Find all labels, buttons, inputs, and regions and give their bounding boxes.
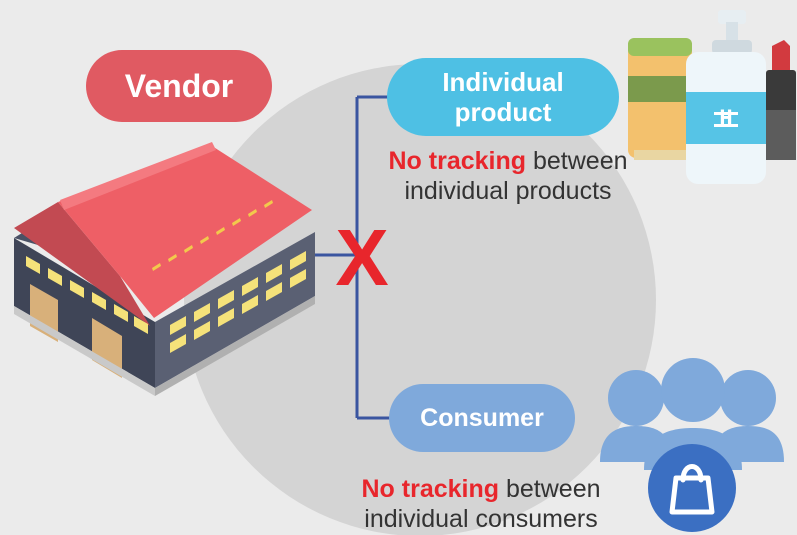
- consumer-label: Consumer: [389, 384, 575, 452]
- consumer-tracking-note: No tracking between individual consumers: [320, 474, 642, 534]
- product-note-line2: individual products: [404, 177, 612, 205]
- consumer-note-line2: individual consumers: [364, 505, 598, 533]
- connector-lines: [315, 95, 392, 420]
- cosmetics-products-icon: H: [628, 10, 796, 184]
- vendor-label: Vendor: [86, 50, 272, 122]
- warehouse-icon: [14, 142, 315, 396]
- consumer-group-icon: [600, 358, 784, 470]
- vendor-label-text: Vendor: [124, 67, 234, 104]
- product-note-rest: between: [526, 147, 628, 175]
- consumer-label-text: Consumer: [420, 403, 544, 432]
- svg-text:H: H: [719, 107, 732, 132]
- shopping-bag-icon: [648, 444, 736, 532]
- product-tracking-note: No tracking between individual products: [352, 146, 664, 206]
- consumer-note-highlight: No tracking: [361, 475, 500, 503]
- x-cross-icon: X: [335, 213, 388, 302]
- product-note-highlight: No tracking: [388, 147, 527, 175]
- product-label-line2: product: [454, 97, 552, 127]
- consumer-note-rest: between: [499, 475, 601, 503]
- individual-product-label: Individual product: [387, 58, 619, 136]
- product-label-line1: Individual: [442, 67, 564, 97]
